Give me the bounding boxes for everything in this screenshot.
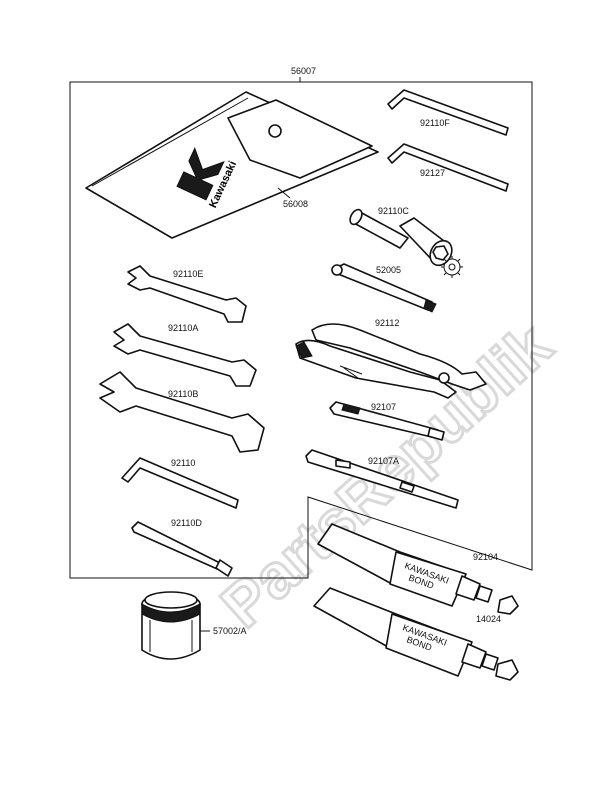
callout-52005: 52005	[376, 265, 401, 275]
callout-92110d: 92110D	[171, 518, 202, 528]
screwdriver-92107	[329, 401, 445, 441]
kit-outline	[69, 81, 533, 579]
callout-92110e: 92110E	[173, 269, 203, 279]
callout-92107: 92107	[371, 402, 396, 412]
callout-56007: 56007	[291, 66, 316, 76]
callout-92110f: 92110F	[420, 118, 450, 128]
callout-92110b: 92110B	[168, 389, 198, 399]
bond-can-57002a	[141, 591, 201, 660]
wrench-92110a	[113, 323, 257, 387]
hex-wrench-92110	[121, 457, 239, 509]
gear-icon	[441, 256, 463, 278]
callout-92110c: 92110C	[378, 206, 409, 216]
hex-wrench-92110f	[387, 89, 509, 136]
wrench-92110b	[99, 371, 265, 453]
callout-57002a: 57002/A	[213, 626, 247, 636]
pliers-92112	[295, 323, 487, 399]
callout-56008: 56008	[283, 199, 308, 209]
leader-56008	[277, 187, 291, 199]
callout-92110a: 92110A	[168, 323, 198, 333]
callout-92127: 92127	[420, 168, 445, 178]
plug-wrench-92110c	[349, 208, 453, 267]
bond-tube-14024: KAWASAKI BOND	[313, 587, 519, 681]
bar-52005	[331, 263, 437, 313]
tool-pouch: Kawasaki	[85, 91, 379, 239]
callout-92107a: 92107A	[368, 456, 399, 466]
screwdriver-92107a	[305, 449, 459, 509]
wrench-92110e	[127, 265, 247, 323]
hex-wrench-92127	[387, 143, 509, 192]
callout-92110: 92110	[171, 458, 195, 468]
callout-14024: 14024	[476, 614, 501, 624]
bar-92110d	[131, 521, 233, 577]
callout-92104: 92104	[473, 552, 498, 562]
callout-92112: 92112	[375, 318, 399, 328]
